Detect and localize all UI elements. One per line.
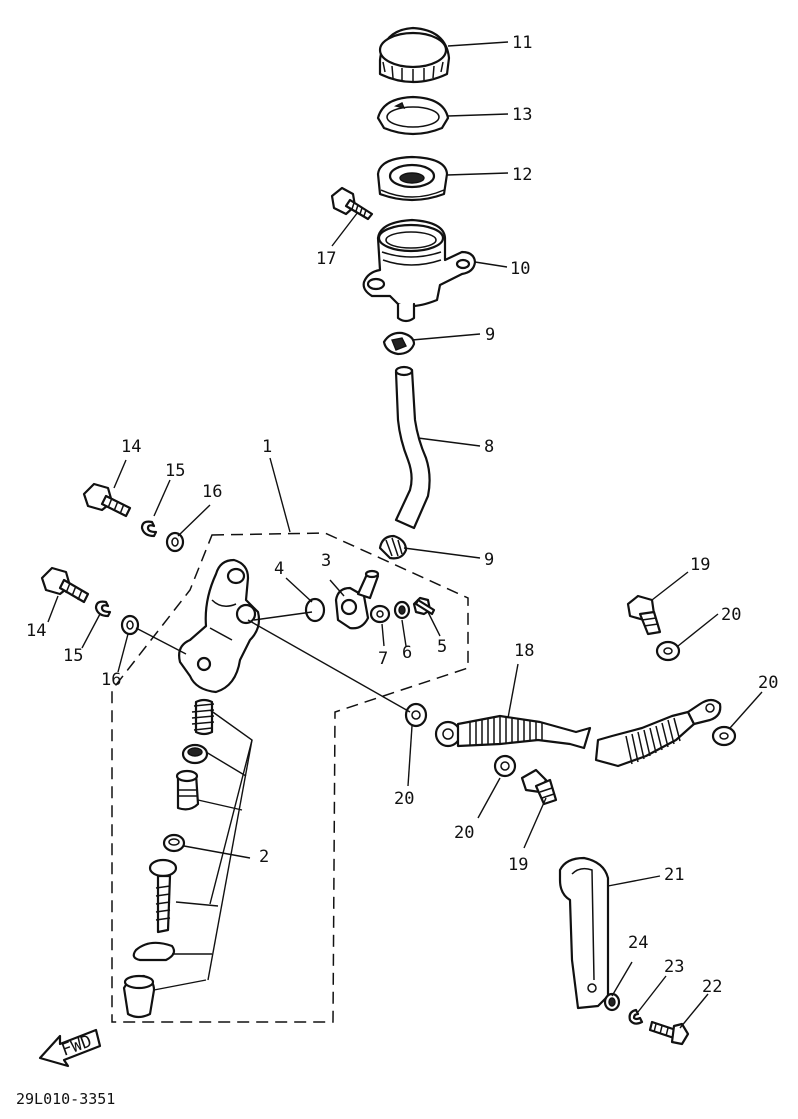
copper-washer-20-d-part bbox=[711, 725, 737, 747]
o-ring-part bbox=[304, 597, 326, 623]
washer-24-part bbox=[603, 992, 621, 1012]
callout-9-lower: 9 bbox=[484, 550, 494, 570]
callout-9-upper: 9 bbox=[485, 325, 495, 345]
callout-22: 22 bbox=[702, 977, 722, 997]
bolt-14-lower-part bbox=[40, 566, 90, 604]
callout-1: 1 bbox=[262, 437, 272, 457]
callout-15-lower: 15 bbox=[63, 646, 83, 666]
union-bolt-19-upper-part bbox=[626, 594, 662, 636]
callout-19-upper: 19 bbox=[690, 555, 710, 575]
callout-7: 7 bbox=[378, 649, 388, 669]
callout-19-lower: 19 bbox=[508, 855, 528, 875]
callout-3: 3 bbox=[321, 551, 331, 571]
callout-20-b: 20 bbox=[721, 605, 741, 625]
callout-21: 21 bbox=[664, 865, 684, 885]
assembly-boundary bbox=[111, 532, 469, 1023]
callout-2: 2 bbox=[259, 847, 269, 867]
copper-washer-20-c-part bbox=[655, 640, 681, 662]
callout-13: 13 bbox=[512, 105, 532, 125]
circlip-23-part bbox=[628, 1008, 644, 1025]
callout-14-upper: 14 bbox=[121, 437, 141, 457]
callout-16-upper: 16 bbox=[202, 482, 222, 502]
dust-boot-part bbox=[122, 974, 156, 1019]
callout-24: 24 bbox=[628, 933, 648, 953]
washer-16-lower-part bbox=[120, 614, 140, 636]
bolt-17-part bbox=[330, 186, 374, 221]
screw-5-part bbox=[412, 596, 436, 616]
callout-20-a: 20 bbox=[394, 789, 414, 809]
circlip-15-lower-part bbox=[94, 600, 112, 618]
hose-guide-bracket-part bbox=[558, 856, 610, 1010]
callout-20-d: 20 bbox=[454, 823, 474, 843]
hose-joint-part bbox=[334, 569, 380, 630]
drawing-code: 29L010-3351 bbox=[16, 1090, 115, 1108]
callout-12: 12 bbox=[512, 165, 532, 185]
reservoir-body-part bbox=[362, 218, 477, 323]
washer-16-upper-part bbox=[165, 531, 185, 553]
callout-8: 8 bbox=[484, 437, 494, 457]
reservoir-cap-part bbox=[378, 26, 451, 84]
master-cylinder-body-part bbox=[178, 558, 261, 694]
callout-5: 5 bbox=[437, 637, 447, 657]
circlip-part bbox=[132, 941, 176, 962]
brake-hose-part bbox=[434, 698, 722, 768]
push-rod-part bbox=[148, 858, 178, 934]
callout-20-c: 20 bbox=[758, 673, 778, 693]
copper-washer-20-a-part bbox=[404, 702, 428, 728]
union-bolt-19-lower-part bbox=[520, 768, 558, 806]
spring-part bbox=[191, 698, 215, 736]
fwd-label: FWD bbox=[59, 1031, 95, 1060]
bolt-22-part bbox=[648, 1020, 690, 1046]
callout-16-lower: 16 bbox=[101, 670, 121, 690]
callout-6: 6 bbox=[402, 643, 412, 663]
callout-17: 17 bbox=[316, 249, 336, 269]
callout-15-upper: 15 bbox=[165, 461, 185, 481]
lock-washer-6-part bbox=[393, 600, 411, 620]
diaphragm-plate-part bbox=[376, 155, 449, 202]
callout-numbers: 11 13 12 17 10 9 8 9 1 3 4 7 6 5 14 15 1… bbox=[26, 33, 778, 997]
fwd-arrow-icon: FWD bbox=[38, 1028, 102, 1068]
circlip-15-upper-part bbox=[140, 520, 158, 538]
reservoir-hose-part bbox=[394, 365, 431, 530]
piston-part bbox=[175, 769, 200, 811]
leader-lines bbox=[47, 41, 763, 1029]
bolt-14-upper-part bbox=[82, 482, 132, 518]
washer-7-part bbox=[369, 604, 391, 624]
cup-seal-part bbox=[181, 743, 209, 765]
callout-4: 4 bbox=[274, 559, 284, 579]
hose-clamp-lower-part bbox=[378, 534, 408, 560]
copper-washer-20-b-part bbox=[493, 754, 517, 778]
callout-11: 11 bbox=[512, 33, 532, 53]
callout-23: 23 bbox=[664, 957, 684, 977]
diaphragm-part bbox=[376, 95, 450, 136]
secondary-cup-part bbox=[162, 833, 186, 853]
callout-18: 18 bbox=[514, 641, 534, 661]
callout-14-lower: 14 bbox=[26, 621, 46, 641]
hose-clamp-upper-part bbox=[382, 331, 416, 356]
callout-10: 10 bbox=[510, 259, 530, 279]
